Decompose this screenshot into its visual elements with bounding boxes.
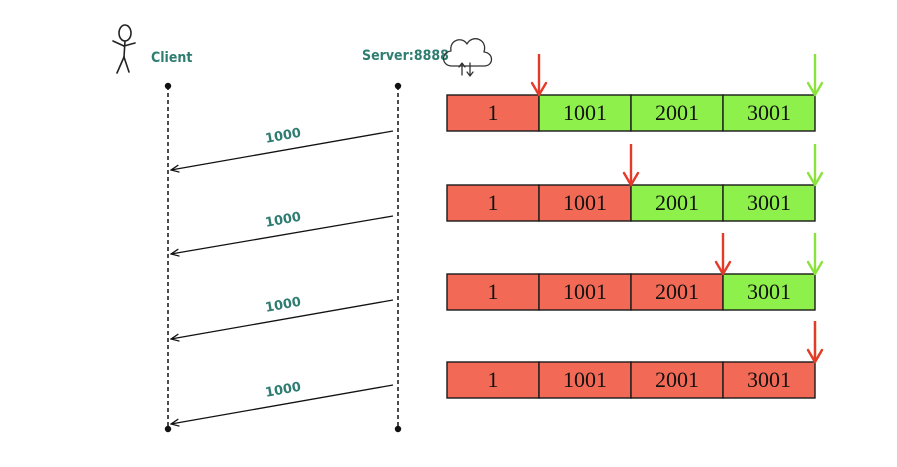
client-lifeline <box>164 82 172 433</box>
window-cell-label: 3001 <box>747 279 791 304</box>
window-cell <box>722 361 816 399</box>
message-arrow <box>171 130 394 170</box>
window-cell-label: 1 <box>488 190 499 215</box>
message-4: 1000 <box>171 380 394 424</box>
window-cell <box>446 94 540 132</box>
message-arrow <box>171 215 394 254</box>
window-cell-label: 2001 <box>655 279 699 304</box>
window-cell <box>538 273 632 311</box>
message-label: 1000 <box>264 126 302 147</box>
message-arrow <box>171 384 394 424</box>
send-pointer-red-arrow <box>530 54 548 97</box>
window-cell <box>538 94 632 132</box>
send-window-row-2: 1 1001 2001 3001 <box>446 144 824 222</box>
window-cell-label: 1001 <box>563 279 607 304</box>
window-cell <box>630 361 724 399</box>
send-pointer-red-arrow <box>806 321 824 364</box>
message-label: 1000 <box>264 295 302 316</box>
send-window-row-4: 1 1001 2001 3001 <box>446 321 824 399</box>
window-cell-label: 2001 <box>655 190 699 215</box>
message-arrow <box>171 299 394 339</box>
send-pointer-red-arrow <box>714 233 732 276</box>
window-cell-label: 1 <box>488 279 499 304</box>
window-cell-label: 3001 <box>747 100 791 125</box>
window-end-green-arrow <box>806 233 824 276</box>
window-cell-label: 1001 <box>563 190 607 215</box>
cloud-upload-download-icon <box>442 38 493 77</box>
window-end-green-arrow <box>806 54 824 97</box>
message-label: 1000 <box>264 380 302 401</box>
window-cell-label: 1 <box>488 367 499 392</box>
window-cell <box>722 273 816 311</box>
message-2: 1000 <box>171 210 394 254</box>
window-cell-label: 3001 <box>747 190 791 215</box>
window-cell-label: 2001 <box>655 367 699 392</box>
window-cell-label: 3001 <box>747 367 791 392</box>
send-window-row-3: 1 1001 2001 3001 <box>446 233 824 311</box>
window-cell-label: 2001 <box>655 100 699 125</box>
window-cell-label: 1001 <box>563 100 607 125</box>
server-lifeline <box>394 82 402 433</box>
window-end-green-arrow <box>806 144 824 187</box>
window-cell <box>722 94 816 132</box>
message-3: 1000 <box>171 295 394 339</box>
window-cell <box>722 184 816 222</box>
send-pointer-red-arrow <box>622 144 640 187</box>
window-cell <box>446 184 540 222</box>
server-label: Server:8888 <box>362 48 449 64</box>
stick-figure-icon <box>112 24 136 74</box>
message-1: 1000 <box>171 126 394 170</box>
send-window-row-1: 1 1001 2001 3001 <box>446 54 824 132</box>
window-cell-label: 1 <box>488 100 499 125</box>
window-cell <box>630 184 724 222</box>
client-label: Client <box>151 50 192 66</box>
window-cell-label: 1001 <box>563 367 607 392</box>
window-cell <box>446 361 540 399</box>
message-label: 1000 <box>264 210 302 231</box>
